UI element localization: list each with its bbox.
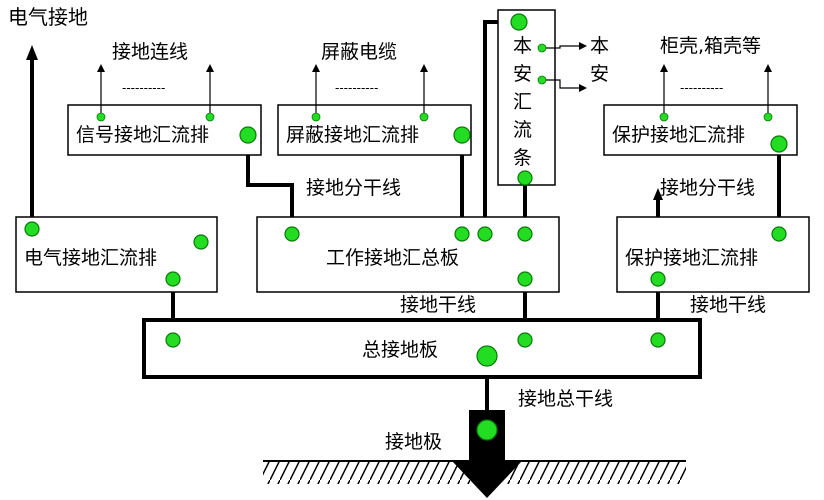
label-dashes-protective: ---------- <box>680 81 723 95</box>
node-electrical-bus-right <box>193 234 209 250</box>
svg-text:流: 流 <box>513 119 532 141</box>
label-local-out: 本 安 <box>590 35 609 85</box>
electrical-ground-arrowhead <box>26 45 38 60</box>
working-ground-panel-box <box>256 216 560 293</box>
label-main-trunk-line: 接地总干线 <box>518 388 613 410</box>
label-dashes-signal: ---------- <box>122 81 165 95</box>
node-shield-lead-right <box>419 112 429 122</box>
label-trunk-line-right: 接地干线 <box>690 294 766 316</box>
signal-branch-line <box>246 135 294 234</box>
svg-text:安: 安 <box>590 63 609 85</box>
node-protective-mid-left <box>650 271 666 287</box>
node-electrical-bus-bottom <box>165 271 181 287</box>
label-branch-line-left: 接地分干线 <box>306 177 401 199</box>
node-working-panel-3 <box>477 226 493 242</box>
node-working-panel-4 <box>517 226 533 242</box>
label-shielded-cable: 屏蔽电缆 <box>321 41 397 63</box>
node-local-bus-bottom <box>517 170 533 186</box>
node-signal-lead-right <box>205 112 215 122</box>
label-working-ground-panel: 工作接地汇总板 <box>326 247 459 269</box>
label-trunk-line-mid: 接地干线 <box>400 294 476 316</box>
node-main-plate-center <box>476 345 498 367</box>
node-protective-lead-left <box>659 112 669 122</box>
label-ground-electrode: 接地极 <box>385 431 442 453</box>
node-local-bus-top <box>510 13 528 31</box>
node-main-plate-right <box>650 332 666 348</box>
node-signal-lead-left <box>96 112 106 122</box>
node-working-panel-5 <box>517 271 533 287</box>
local-out-lead-1 <box>542 42 587 50</box>
svg-text:安: 安 <box>513 63 532 85</box>
label-protective-ground-bus-mid: 保护接地汇流排 <box>625 247 758 269</box>
node-working-panel-1 <box>284 226 300 242</box>
label-protective-ground-bus-top: 保护接地汇流排 <box>612 124 745 146</box>
shield-ground-bus-box <box>277 104 472 156</box>
node-protective-lead-right <box>763 112 773 122</box>
node-shield-lead-left <box>311 112 321 122</box>
node-ground-electrode <box>476 419 498 441</box>
svg-text:本: 本 <box>590 35 609 57</box>
label-branch-line-right: 接地分干线 <box>660 177 755 199</box>
label-electrical-ground-bus: 电气接地汇流排 <box>24 247 157 269</box>
label-main-ground-plate: 总接地板 <box>362 339 438 361</box>
label-dashes-shield: ---------- <box>335 81 378 95</box>
svg-text:汇: 汇 <box>513 91 532 113</box>
node-electrical-bus-top <box>24 221 40 237</box>
svg-text:本: 本 <box>513 35 532 57</box>
node-protective-top-bus <box>770 135 788 153</box>
node-local-out-1 <box>537 43 547 53</box>
electrical-ground-bus-box <box>15 216 218 293</box>
node-local-out-2 <box>537 75 547 85</box>
label-local-bus-bar: 本 安 汇 流 条 <box>513 35 532 169</box>
node-shield-bus <box>453 126 471 144</box>
protective-ground-bus-top-box <box>603 104 798 156</box>
label-signal-ground-bus: 信号接地汇流排 <box>76 124 209 146</box>
label-electrical-ground: 电气接地 <box>8 5 88 29</box>
svg-text:条: 条 <box>513 147 532 169</box>
node-working-panel-2 <box>454 226 470 242</box>
local-out-lead-2 <box>542 79 587 92</box>
node-protective-mid-right <box>771 226 787 242</box>
main-ground-plate-box <box>142 318 702 379</box>
local-bus-bar-box <box>497 9 556 186</box>
node-signal-bus <box>239 126 257 144</box>
protective-up-arrowhead <box>653 188 663 200</box>
node-main-plate-left <box>165 332 181 348</box>
ground-electrode-arrow <box>453 410 521 498</box>
label-ground-connection-wire: 接地连线 <box>112 41 188 63</box>
label-shield-ground-bus: 屏蔽接地汇流排 <box>286 124 419 146</box>
node-main-plate-mid <box>517 332 533 348</box>
label-chassis-cabinet: 柜壳,箱壳等 <box>660 35 761 57</box>
